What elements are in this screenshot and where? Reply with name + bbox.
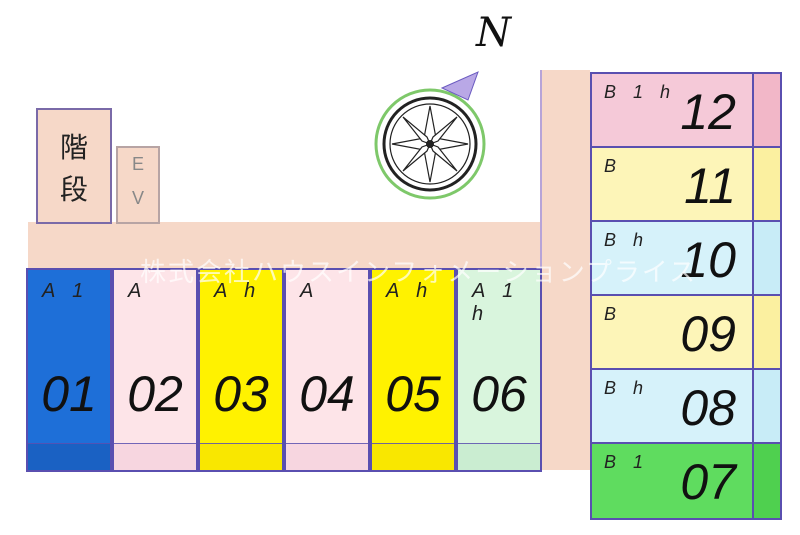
- room-type-label: A: [300, 280, 320, 302]
- elevator-label-2: V: [131, 188, 144, 208]
- room-09[interactable]: B 09: [590, 294, 782, 370]
- room-type-label: A 1: [42, 280, 90, 302]
- room-type-label: B: [604, 304, 623, 324]
- stairs-label-1: 階: [59, 131, 88, 164]
- room-number: 09: [680, 306, 736, 362]
- room-number: 05: [385, 366, 441, 422]
- room-type-label: B h: [604, 378, 650, 398]
- room-type-label: B h: [604, 230, 650, 250]
- room-11[interactable]: B 11: [590, 146, 782, 222]
- balcony-strip: [752, 296, 780, 368]
- room-number: 06: [471, 366, 527, 422]
- room-03[interactable]: A h 03: [198, 268, 284, 472]
- balcony-strip: [372, 443, 454, 470]
- room-10[interactable]: B h 10: [590, 220, 782, 296]
- stairs-label-2: 段: [59, 173, 88, 206]
- room-number: 08: [680, 380, 736, 436]
- north-label: N: [476, 10, 511, 56]
- stairs: 階 段: [36, 108, 112, 224]
- room-01[interactable]: A 1 01: [26, 268, 112, 472]
- room-08[interactable]: B h 08: [590, 368, 782, 444]
- balcony-strip: [458, 443, 540, 470]
- room-07[interactable]: B 1 07: [590, 442, 782, 520]
- room-number: 11: [684, 158, 736, 214]
- balcony-strip: [28, 443, 110, 470]
- room-type-label: B 1: [604, 452, 650, 472]
- room-number: 02: [127, 366, 183, 422]
- room-06[interactable]: A 1 h 06: [456, 268, 542, 472]
- balcony-strip: [752, 74, 780, 146]
- room-number: 07: [680, 454, 736, 510]
- elevator: E V: [116, 146, 160, 224]
- room-number: 10: [680, 232, 736, 288]
- balcony-strip: [752, 222, 780, 294]
- balcony-strip: [114, 443, 196, 470]
- room-number: 03: [213, 366, 269, 422]
- room-number: 04: [299, 366, 355, 422]
- balcony-strip: [286, 443, 368, 470]
- compass-rose-icon: [374, 71, 486, 200]
- balcony-strip: [752, 370, 780, 442]
- room-number: 01: [41, 366, 97, 422]
- room-type-label: A 1 h: [472, 280, 520, 325]
- room-type-label: A: [128, 280, 148, 302]
- balcony-strip: [752, 148, 780, 220]
- room-type-label: A h: [214, 280, 262, 302]
- room-type-label: B: [604, 156, 623, 176]
- room-number: 12: [680, 84, 736, 140]
- elevator-label-1: E: [131, 154, 144, 174]
- balcony-strip: [752, 444, 780, 518]
- room-02[interactable]: A 02: [112, 268, 198, 472]
- room-04[interactable]: A 04: [284, 268, 370, 472]
- corridor-horizontal: [28, 222, 588, 268]
- room-type-label: A h: [386, 280, 434, 302]
- room-type-label: B 1 h: [604, 82, 677, 102]
- corridor-vertical: [540, 70, 590, 470]
- room-05[interactable]: A h 05: [370, 268, 456, 472]
- balcony-strip: [200, 443, 282, 470]
